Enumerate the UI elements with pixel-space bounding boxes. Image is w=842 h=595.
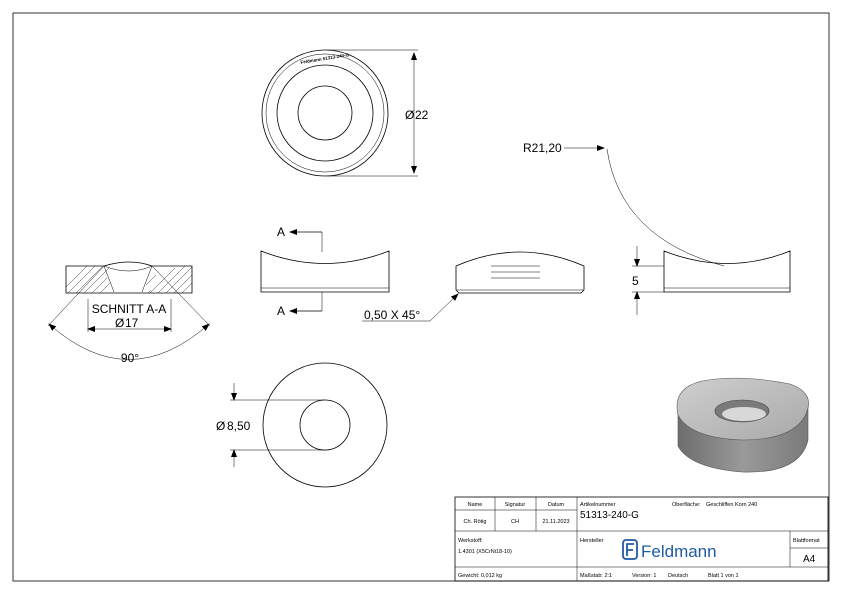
tb-oberflaeche-label: Oberfläche:	[672, 502, 701, 508]
tb-datum-header: Datum	[548, 502, 565, 508]
tb-signatur-header: Signatur	[505, 502, 526, 508]
isometric-render	[676, 377, 809, 473]
dim-diameter-17: 17	[125, 316, 139, 330]
tb-artikel-label: Artikelnummer	[580, 502, 616, 508]
dim-diameter-8-50-symbol: Ø	[216, 419, 225, 433]
section-marker-top: A	[277, 225, 285, 239]
tb-version: Version: 1	[632, 573, 656, 579]
tb-massstab: Maßstab: 2:1	[580, 573, 612, 579]
section-marker-bottom: A	[277, 304, 285, 318]
tb-werkstoff-value: 1.4301 (X5CrNi18-10)	[458, 549, 512, 555]
tb-sprache: Deutsch	[668, 573, 688, 579]
front-view: A A	[260, 225, 390, 318]
tb-brand-name: Feldmann	[641, 542, 717, 561]
tb-blattformat-label: Blattformat	[793, 538, 820, 544]
dim-angle: 90°	[121, 351, 139, 365]
tb-oberflaeche-value: Geschliffen Korn 240	[706, 502, 757, 508]
tb-datum-value: 21.11.2023	[542, 519, 569, 525]
dim-diameter-8-50: 8,50	[227, 419, 251, 433]
side-view: 0,50 X 45°	[362, 251, 585, 322]
dim-diameter-22: 22	[415, 108, 429, 122]
top-view: Feldmann 51313-240-G Ø 22	[261, 49, 429, 177]
dim-chamfer: 0,50 X 45°	[364, 308, 420, 322]
tb-werkstoff-label: Werkstoff:	[458, 538, 483, 544]
bottom-view: Ø 8,50	[216, 362, 388, 488]
tb-gewicht: Gewicht: 0,012 kg	[458, 573, 502, 579]
tb-artikel-value: 51313-240-G	[580, 510, 639, 521]
section-view: SCHNITT A-A Ø 17 90°	[47, 261, 211, 365]
dim-diameter-22-symbol: Ø	[405, 108, 414, 122]
tb-blatt: Blatt 1 von 1	[708, 573, 739, 579]
hatch-left	[66, 266, 111, 293]
hatch-right	[145, 266, 192, 293]
sheet-border	[12, 12, 830, 582]
tb-blattformat-value: A4	[803, 554, 816, 565]
dim-radius: R21,20	[523, 141, 562, 155]
tb-name-value: Ch. Rötig	[464, 519, 487, 525]
section-label: SCHNITT A-A	[92, 302, 166, 316]
title-block: Name Signatur Datum Ch. Rötig CH 21.11.2…	[454, 496, 829, 582]
tb-name-header: Name	[468, 502, 483, 508]
dim-height: 5	[632, 274, 639, 288]
right-view: R21,20 5	[523, 141, 791, 315]
tb-hersteller-label: Hersteller	[580, 538, 604, 544]
tb-signatur-value: CH	[511, 519, 519, 525]
feldmann-logo-icon	[622, 539, 638, 560]
dim-diameter-17-symbol: Ø	[115, 316, 124, 330]
